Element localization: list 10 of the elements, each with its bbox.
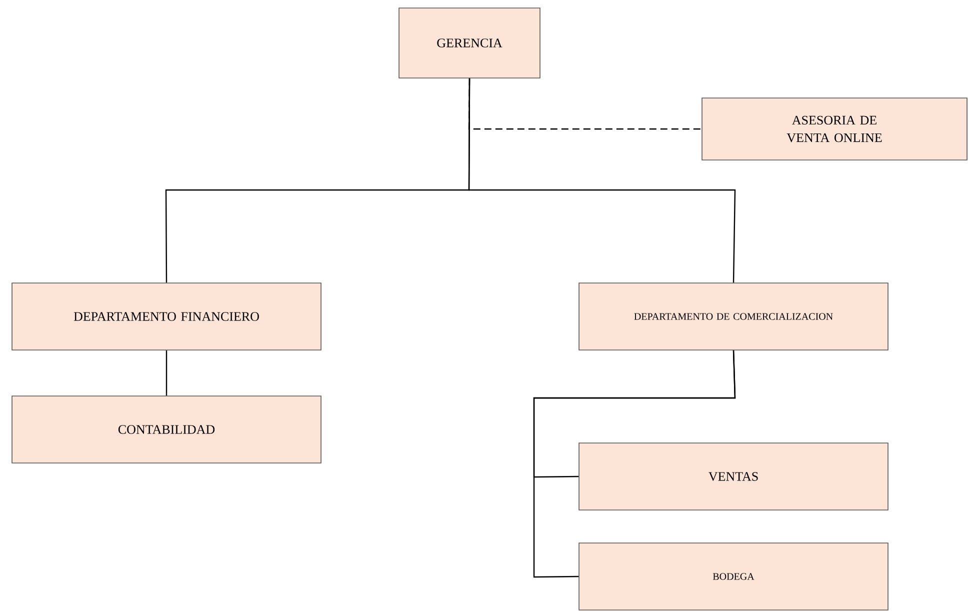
connector-line bbox=[166, 350, 168, 396]
connector-line bbox=[533, 350, 736, 578]
org-box: CONTABILIDAD bbox=[12, 396, 322, 464]
org-box: ASESORIA DE VENTA ONLINE bbox=[702, 98, 968, 160]
org-box: DEPARTAMENTO FINANCIERO bbox=[12, 282, 322, 350]
org-box: VENTAS bbox=[578, 442, 888, 510]
org-box: BODEGA bbox=[578, 542, 888, 610]
connector-line bbox=[468, 78, 736, 283]
org-box: DEPARTAMENTO DE COMERCIALIZACION bbox=[578, 282, 888, 350]
org-box: GERENCIA bbox=[398, 8, 540, 78]
